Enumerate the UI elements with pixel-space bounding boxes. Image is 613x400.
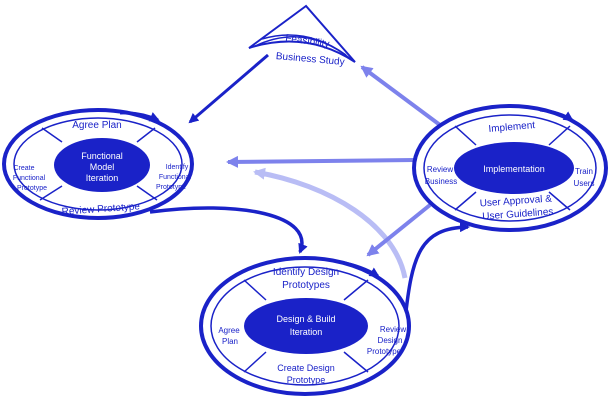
functional-hub-line2: Model [90, 162, 115, 172]
implementation-divider [548, 125, 571, 146]
impl-to-functional-arrow [226, 155, 416, 168]
functional-inner-ellipse [13, 117, 183, 211]
design-to-impl-arrow [403, 222, 470, 321]
impl-to-feasibility-arrow [360, 65, 442, 127]
functional-hub [54, 138, 150, 192]
implementation-phase: Implementation Implement Review Business… [412, 104, 608, 232]
design-hub [244, 298, 368, 354]
implementation-review-line1: Review [427, 165, 453, 174]
functional-create-line3: Prototype [17, 185, 47, 192]
design-identify-line2: Prototypes [282, 280, 330, 291]
implementation-divider [454, 125, 477, 146]
implementation-train-line2: Users [574, 179, 595, 188]
impl-to-design-arrow [366, 203, 432, 257]
design-hub-line2: Iteration [290, 327, 323, 337]
functional-divider [39, 185, 63, 201]
implementation-hub-label: Implementation [483, 164, 545, 174]
functional-create-line1: Create [13, 165, 34, 172]
connector-arrows [149, 53, 470, 321]
feasibility-fan-inner [254, 35, 353, 61]
implementation-divider [454, 191, 477, 211]
functional-divider [136, 185, 158, 201]
design-agree-line1: Agree [218, 326, 240, 335]
design-inner-ellipse [210, 266, 400, 386]
implementation-hub [454, 142, 574, 194]
design-agree-line2: Plan [222, 337, 238, 346]
functional-model-phase: Functional Model Iteration Agree Plan Re… [2, 108, 194, 220]
functional-cycle-arrow [119, 111, 160, 122]
functional-hub-line3: Iteration [86, 173, 119, 183]
design-divider [343, 351, 369, 373]
functional-identify-line3: Prototype [156, 184, 186, 191]
feasibility-to-functional-arrow [188, 53, 269, 124]
functional-divider [136, 127, 156, 143]
implementation-implement: Implement [488, 120, 536, 135]
design-hub-line1: Design & Build [276, 314, 335, 324]
functional-create-line2: Functional [13, 175, 46, 182]
functional-agree-plan: Agree Plan [72, 120, 121, 131]
design-divider [343, 279, 369, 301]
design-review-line2: Design [378, 336, 403, 345]
design-review-line1: Review [380, 325, 406, 334]
design-build-phase: Design & Build Iteration Identify Design… [199, 256, 411, 396]
design-cycle-arrow [339, 260, 380, 278]
implementation-review-line2: Business [425, 177, 457, 186]
functional-identify-line2: Functional [159, 174, 192, 181]
implementation-approval-line2: User Guidelines [482, 207, 554, 223]
functional-to-design-arrow [149, 206, 308, 254]
functional-hub-line1: Functional [81, 151, 123, 161]
feasibility-label-line2: Business Study [275, 51, 345, 68]
implementation-approval-line1: User Approval & [479, 193, 552, 209]
implementation-inner-ellipse [423, 114, 597, 222]
implementation-train-line1: Train [575, 167, 593, 176]
faint-return-arrow [253, 167, 408, 279]
design-divider [243, 279, 267, 301]
implementation-divider [548, 191, 571, 211]
implementation-cycle-arrow [539, 108, 574, 122]
design-create-line2: Prototype [287, 375, 326, 385]
functional-review-prototype: Review Prototype [61, 201, 140, 217]
functional-divider [41, 127, 63, 143]
design-divider [243, 351, 267, 373]
functional-identify-line1: Identify [166, 164, 189, 171]
design-create-line1: Create Design [277, 363, 335, 373]
design-identify-line1: Identify Design [273, 267, 339, 278]
design-review-line3: Prototype [367, 347, 402, 356]
